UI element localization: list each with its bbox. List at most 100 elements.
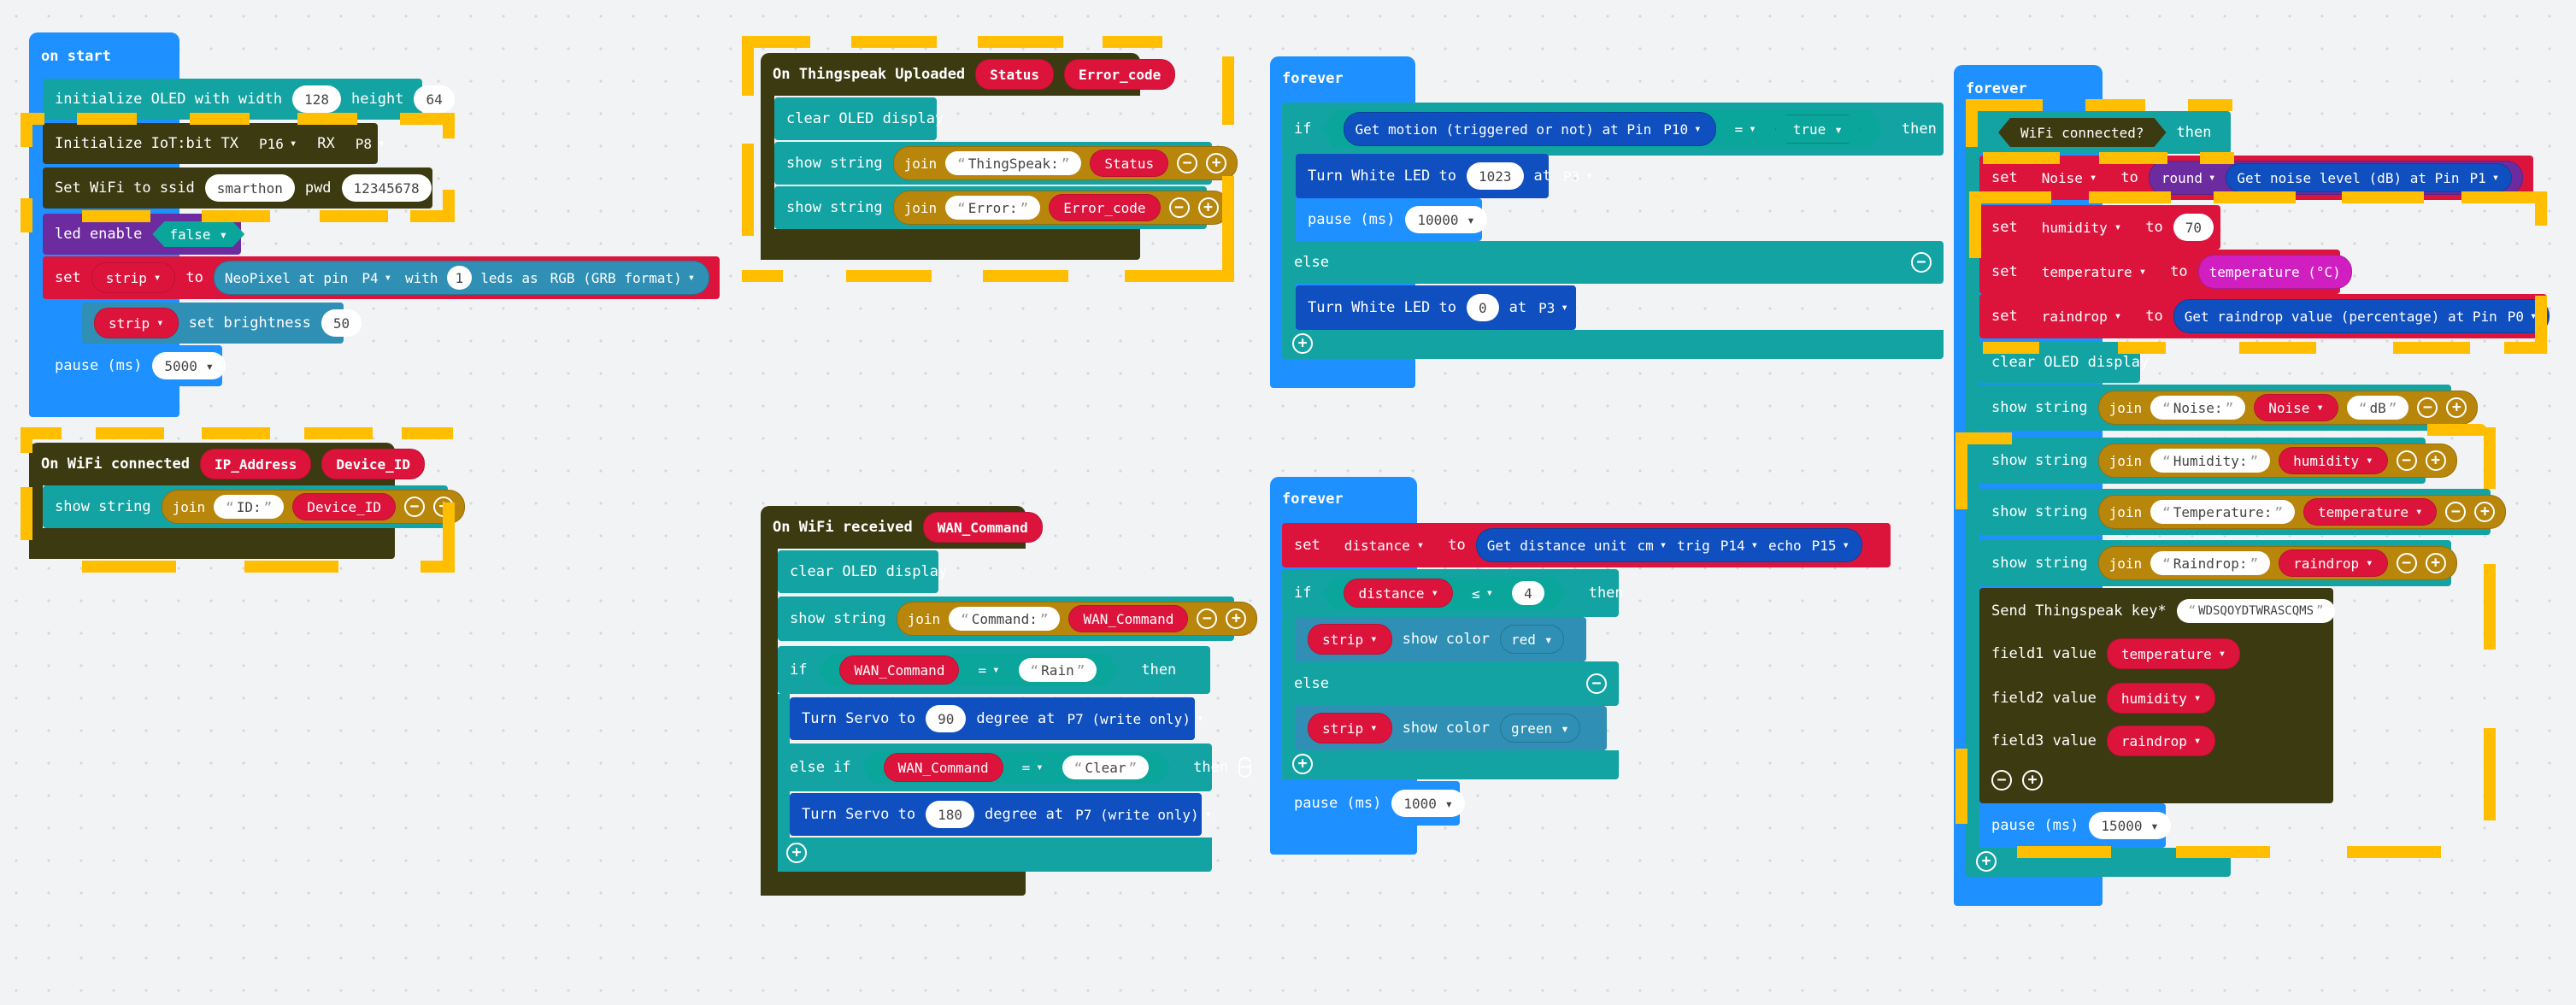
- distance-compare-block[interactable]: distance ≤ 4: [1321, 577, 1566, 609]
- servo-pin-dropdown[interactable]: P7 (write only): [1065, 705, 1205, 732]
- plus-circle-icon[interactable]: +: [786, 843, 807, 863]
- minus-circle-icon[interactable]: −: [2417, 397, 2438, 418]
- neopixel-pin-dropdown[interactable]: P4: [356, 264, 397, 291]
- distance-else-row[interactable]: else −: [1282, 661, 1619, 706]
- join-command-block[interactable]: join Command: WAN_Command − +: [896, 602, 1258, 636]
- minus-circle-icon[interactable]: −: [2445, 502, 2467, 522]
- device-id-variable[interactable]: Device_ID: [292, 493, 397, 520]
- plus-circle-icon[interactable]: +: [2425, 450, 2446, 471]
- show-string-id-block[interactable]: show string join ID: Device_ID − +: [43, 485, 466, 528]
- turn-led-off-block[interactable]: Turn White LED to 0 at P3: [1296, 285, 1576, 330]
- echo-pin-dropdown[interactable]: P15: [1810, 532, 1851, 559]
- join-noise-block[interactable]: join Noise: Noise dB − +: [2097, 391, 2479, 425]
- led-enable-value[interactable]: false▾: [152, 221, 244, 247]
- distance-compare-var[interactable]: distance: [1344, 579, 1453, 608]
- minus-circle-icon[interactable]: −: [1168, 197, 1190, 218]
- set-humidity-block[interactable]: set humidity to 70: [1979, 205, 2220, 250]
- error-text-input[interactable]: Error:: [945, 196, 1041, 220]
- motion-pin-dropdown[interactable]: P10: [1660, 115, 1704, 143]
- clear-text-input[interactable]: Clear: [1062, 755, 1149, 779]
- temperature-variable-dropdown[interactable]: temperature: [2027, 257, 2161, 286]
- show-string-status-block[interactable]: show string join ThingSpeak: Status − +: [774, 142, 1238, 185]
- minus-circle-icon[interactable]: −: [404, 497, 426, 517]
- motion-operator-dropdown[interactable]: =: [1725, 115, 1767, 143]
- clear-oled-block[interactable]: clear OLED display: [774, 97, 944, 140]
- pwd-input[interactable]: 12345678: [341, 174, 432, 202]
- join-block[interactable]: join ID: Device_ID − +: [161, 490, 466, 524]
- red-color-dropdown[interactable]: red▾: [1499, 625, 1564, 654]
- distance-threshold-input[interactable]: 4: [1512, 581, 1544, 605]
- humidity-text-input[interactable]: Humidity:: [2150, 449, 2271, 473]
- turn-led-on-block[interactable]: Turn White LED to 1023 at P3: [1296, 154, 1579, 198]
- on-wifi-received-hat[interactable]: On WiFi received WAN_Command: [761, 506, 1043, 549]
- pause-1000-block[interactable]: pause (ms) 1000 ▾: [1282, 781, 1466, 826]
- clear-oled-block-2[interactable]: clear OLED display: [778, 550, 947, 593]
- set-distance-block[interactable]: set distance to Get distance unit cm tri…: [1282, 523, 1891, 567]
- plus-circle-icon[interactable]: +: [2425, 553, 2446, 573]
- strip-red-variable[interactable]: strip: [1308, 624, 1392, 655]
- field2-variable[interactable]: humidity: [2106, 683, 2216, 714]
- strip-brightness-variable[interactable]: strip: [94, 308, 179, 338]
- wan-command-param[interactable]: WAN_Command: [922, 512, 1043, 543]
- led-off-value-input[interactable]: 0: [1467, 294, 1499, 321]
- wan-command-compare-var-2[interactable]: WAN_Command: [884, 753, 1003, 782]
- plus-circle-icon[interactable]: +: [1292, 754, 1313, 774]
- servo-pin-dropdown-2[interactable]: P7 (write only): [1073, 801, 1214, 828]
- show-string-noise-block[interactable]: show string join Noise: Noise dB − +: [1979, 385, 2479, 431]
- device-id-param[interactable]: Device_ID: [321, 449, 426, 479]
- round-block[interactable]: round Get noise level (dB) at Pin P1: [2148, 161, 2524, 195]
- green-color-dropdown[interactable]: green▾: [1499, 714, 1580, 743]
- humidity-variable-dropdown[interactable]: humidity: [2027, 213, 2136, 242]
- show-string-error-block[interactable]: show string join Error: Error_code − +: [774, 186, 1230, 229]
- pause-block[interactable]: pause (ms) 5000 ▾: [43, 345, 226, 386]
- rain-text-input[interactable]: Rain: [1019, 658, 1097, 682]
- minus-circle-icon[interactable]: −: [2396, 553, 2417, 573]
- plus-circle-icon[interactable]: +: [1976, 851, 1997, 872]
- pause-15000-dropdown[interactable]: 15000 ▾: [2089, 812, 2171, 839]
- id-text-input[interactable]: ID:: [214, 495, 285, 519]
- distance-operator-dropdown[interactable]: ≤: [1461, 579, 1503, 607]
- raindrop-pin-dropdown[interactable]: P0: [2506, 303, 2539, 330]
- field1-variable[interactable]: temperature: [2106, 638, 2241, 669]
- else-if-row[interactable]: else if WAN_Command = Clear then −: [778, 743, 1251, 791]
- ip-address-param[interactable]: IP_Address: [200, 449, 312, 479]
- noise-join-variable[interactable]: Noise: [2254, 394, 2338, 421]
- compare-block[interactable]: WAN_Command = Rain: [817, 654, 1119, 686]
- show-string-humidity-block[interactable]: show string join Humidity: humidity − +: [1979, 438, 2457, 484]
- command-text-input[interactable]: Command:: [949, 607, 1061, 631]
- minus-circle-icon[interactable]: −: [1991, 770, 2012, 790]
- turn-servo-90-block[interactable]: Turn Servo to 90 degree at P7 (write onl…: [790, 697, 1195, 740]
- compare-block-2[interactable]: WAN_Command = Clear: [862, 751, 1172, 784]
- temperature-join-variable[interactable]: temperature: [2303, 498, 2438, 526]
- join-raindrop-block[interactable]: join Raindrop: raindrop − +: [2097, 546, 2457, 580]
- plus-circle-icon[interactable]: +: [1292, 333, 1313, 354]
- compare-operator-dropdown-2[interactable]: =: [1012, 754, 1054, 781]
- temperature-reading-block[interactable]: temperature (°C): [2197, 255, 2352, 289]
- minus-circle-icon[interactable]: −: [2396, 450, 2417, 471]
- tx-pin-dropdown[interactable]: P16: [249, 130, 307, 157]
- plus-circle-icon[interactable]: +: [2474, 502, 2496, 522]
- show-string-temperature-block[interactable]: show string join Temperature: temperatur…: [1979, 489, 2507, 535]
- else-row[interactable]: else −: [1282, 241, 1944, 284]
- led-pin-dropdown[interactable]: P3: [1561, 162, 1595, 190]
- minus-circle-icon[interactable]: −: [1911, 252, 1932, 273]
- pause-15000-block[interactable]: pause (ms) 15000 ▾: [1979, 803, 2171, 848]
- distance-variable-dropdown[interactable]: distance: [1330, 531, 1438, 560]
- raindrop-variable-dropdown[interactable]: raindrop: [2027, 302, 2136, 331]
- set-brightness-block[interactable]: strip set brightness 50: [82, 303, 362, 344]
- oled-height-input[interactable]: 64: [414, 85, 455, 113]
- db-text-input[interactable]: dB: [2346, 396, 2409, 420]
- thingspeak-key-input[interactable]: WDSQOYDTWRASCQMS: [2176, 599, 2336, 623]
- round-dropdown[interactable]: round: [2160, 164, 2218, 191]
- thingspeak-text-input[interactable]: ThingSpeak:: [945, 151, 1082, 175]
- led-pin-dropdown-2[interactable]: P3: [1537, 294, 1570, 321]
- join-error-block[interactable]: join Error: Error_code − +: [892, 191, 1230, 225]
- set-raindrop-block[interactable]: set raindrop to Get raindrop value (perc…: [1979, 294, 2550, 338]
- pause-1000-dropdown[interactable]: 1000 ▾: [1391, 790, 1466, 817]
- show-string-command-block[interactable]: show string join Command: WAN_Command − …: [778, 597, 1258, 641]
- minus-circle-icon[interactable]: −: [1197, 608, 1218, 629]
- minus-circle-icon[interactable]: −: [1586, 673, 1607, 694]
- true-value[interactable]: true ▾: [1775, 115, 1861, 144]
- compare-operator-dropdown[interactable]: =: [967, 656, 1009, 684]
- motion-compare-block[interactable]: Get motion (triggered or not) at Pin P10…: [1321, 110, 1882, 148]
